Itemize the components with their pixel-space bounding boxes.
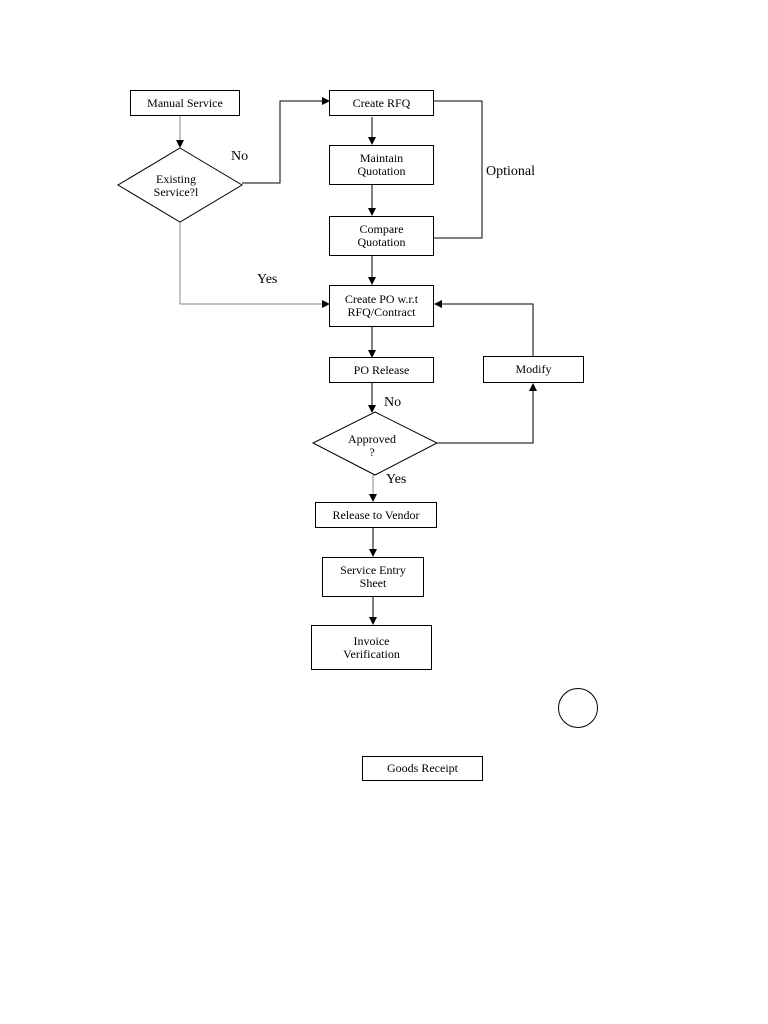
- node-service-entry-sheet: Service Entry Sheet: [322, 557, 424, 597]
- label-yes-existing: Yes: [257, 272, 278, 287]
- node-maintain-quotation: Maintain Quotation: [329, 145, 434, 185]
- node-invoice-verification: Invoice Verification: [311, 625, 432, 670]
- node-goods-receipt: Goods Receipt: [362, 756, 483, 781]
- node-compare-quotation: Compare Quotation: [329, 216, 434, 256]
- label-yes-approved: Yes: [386, 472, 407, 487]
- node-modify: Modify: [483, 356, 584, 383]
- label-no-approved: No: [384, 395, 402, 410]
- label-optional: Optional: [486, 164, 535, 179]
- node-approved: Approved ?: [348, 432, 396, 459]
- decision-existing-service-shape: [117, 147, 243, 223]
- arrow-existing-no-to-rfq: [242, 97, 330, 184]
- arrow-approved-no-to-modify: [437, 383, 537, 444]
- node-release-to-vendor: Release to Vendor: [315, 502, 437, 528]
- node-existing-service: Existing Service?l: [153, 172, 199, 199]
- arrow-existing-yes-to-po: [179, 222, 330, 308]
- label-no-existing: No: [231, 149, 249, 164]
- connector-circle: [558, 688, 598, 728]
- arrow-modify-to-po: [434, 300, 534, 356]
- node-create-po: Create PO w.r.t RFQ/Contract: [329, 285, 434, 327]
- node-manual-service: Manual Service: [130, 90, 240, 116]
- decision-approved-shape: [311, 411, 439, 476]
- optional-bypass-line: [434, 100, 483, 239]
- node-po-release: PO Release: [329, 357, 434, 383]
- node-create-rfq: Create RFQ: [329, 90, 434, 116]
